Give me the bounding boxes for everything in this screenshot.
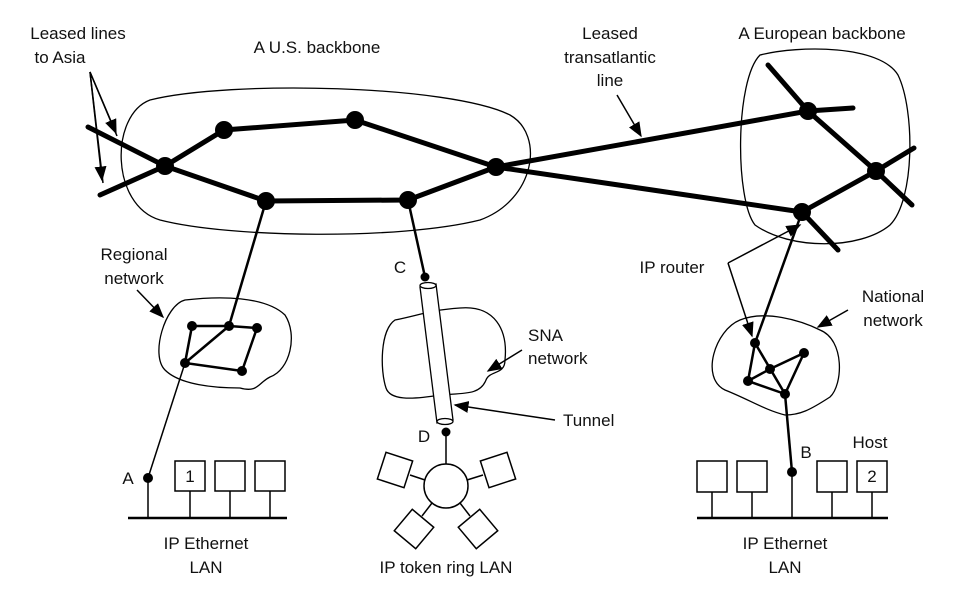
left-lan-label: IP Ethernet (164, 534, 249, 553)
us-backbone-label: A U.S. backbone (254, 38, 381, 57)
right-lan-label: IP Ethernet (743, 534, 828, 553)
regional-network-cloud (158, 297, 292, 390)
transatlantic-label: line (597, 71, 623, 90)
backbone-routers (156, 102, 885, 221)
sna-network-label: SNA (528, 326, 564, 345)
sna-network-label: network (528, 349, 588, 368)
national-network-cloud (711, 315, 840, 416)
host-1-label: 1 (185, 467, 194, 486)
token-ring-lan-label: IP token ring LAN (380, 558, 513, 577)
national-network-label: National (862, 287, 924, 306)
host-label: Host (853, 433, 888, 452)
transatlantic-label: Leased (582, 24, 638, 43)
us-backbone-links (85, 117, 499, 204)
leased-lines-label: Leased lines (30, 24, 125, 43)
regional-network (147, 200, 268, 479)
european-backbone-cloud (739, 48, 911, 245)
transatlantic-label: transatlantic (564, 48, 656, 67)
regional-network-label: network (104, 269, 164, 288)
tunnel (406, 199, 454, 464)
token-ring-lan (376, 451, 517, 550)
right-lan-label: LAN (768, 558, 801, 577)
left-ethernet-lan (128, 460, 287, 520)
regional-network-label: Regional (100, 245, 167, 264)
us-backbone-cloud (120, 87, 532, 235)
leased-lines-label: to Asia (34, 48, 86, 67)
ip-router-label: IP router (640, 258, 705, 277)
host-1 (174, 460, 206, 492)
point-b-label: B (800, 443, 811, 462)
national-network-label: network (863, 311, 923, 330)
host-2 (856, 460, 888, 493)
european-backbone-label: A European backbone (738, 24, 905, 43)
left-lan-label: LAN (189, 558, 222, 577)
annotation-arrows (89, 71, 849, 421)
right-ethernet-lan (696, 460, 888, 520)
point-d-label: D (418, 427, 430, 446)
transatlantic-links (493, 108, 811, 215)
point-a-label: A (122, 469, 134, 488)
sna-network-cloud (381, 307, 507, 399)
tunnel-label: Tunnel (563, 411, 614, 430)
host-2-label: 2 (867, 467, 876, 486)
point-c-label: C (394, 258, 406, 277)
national-network (743, 211, 809, 473)
